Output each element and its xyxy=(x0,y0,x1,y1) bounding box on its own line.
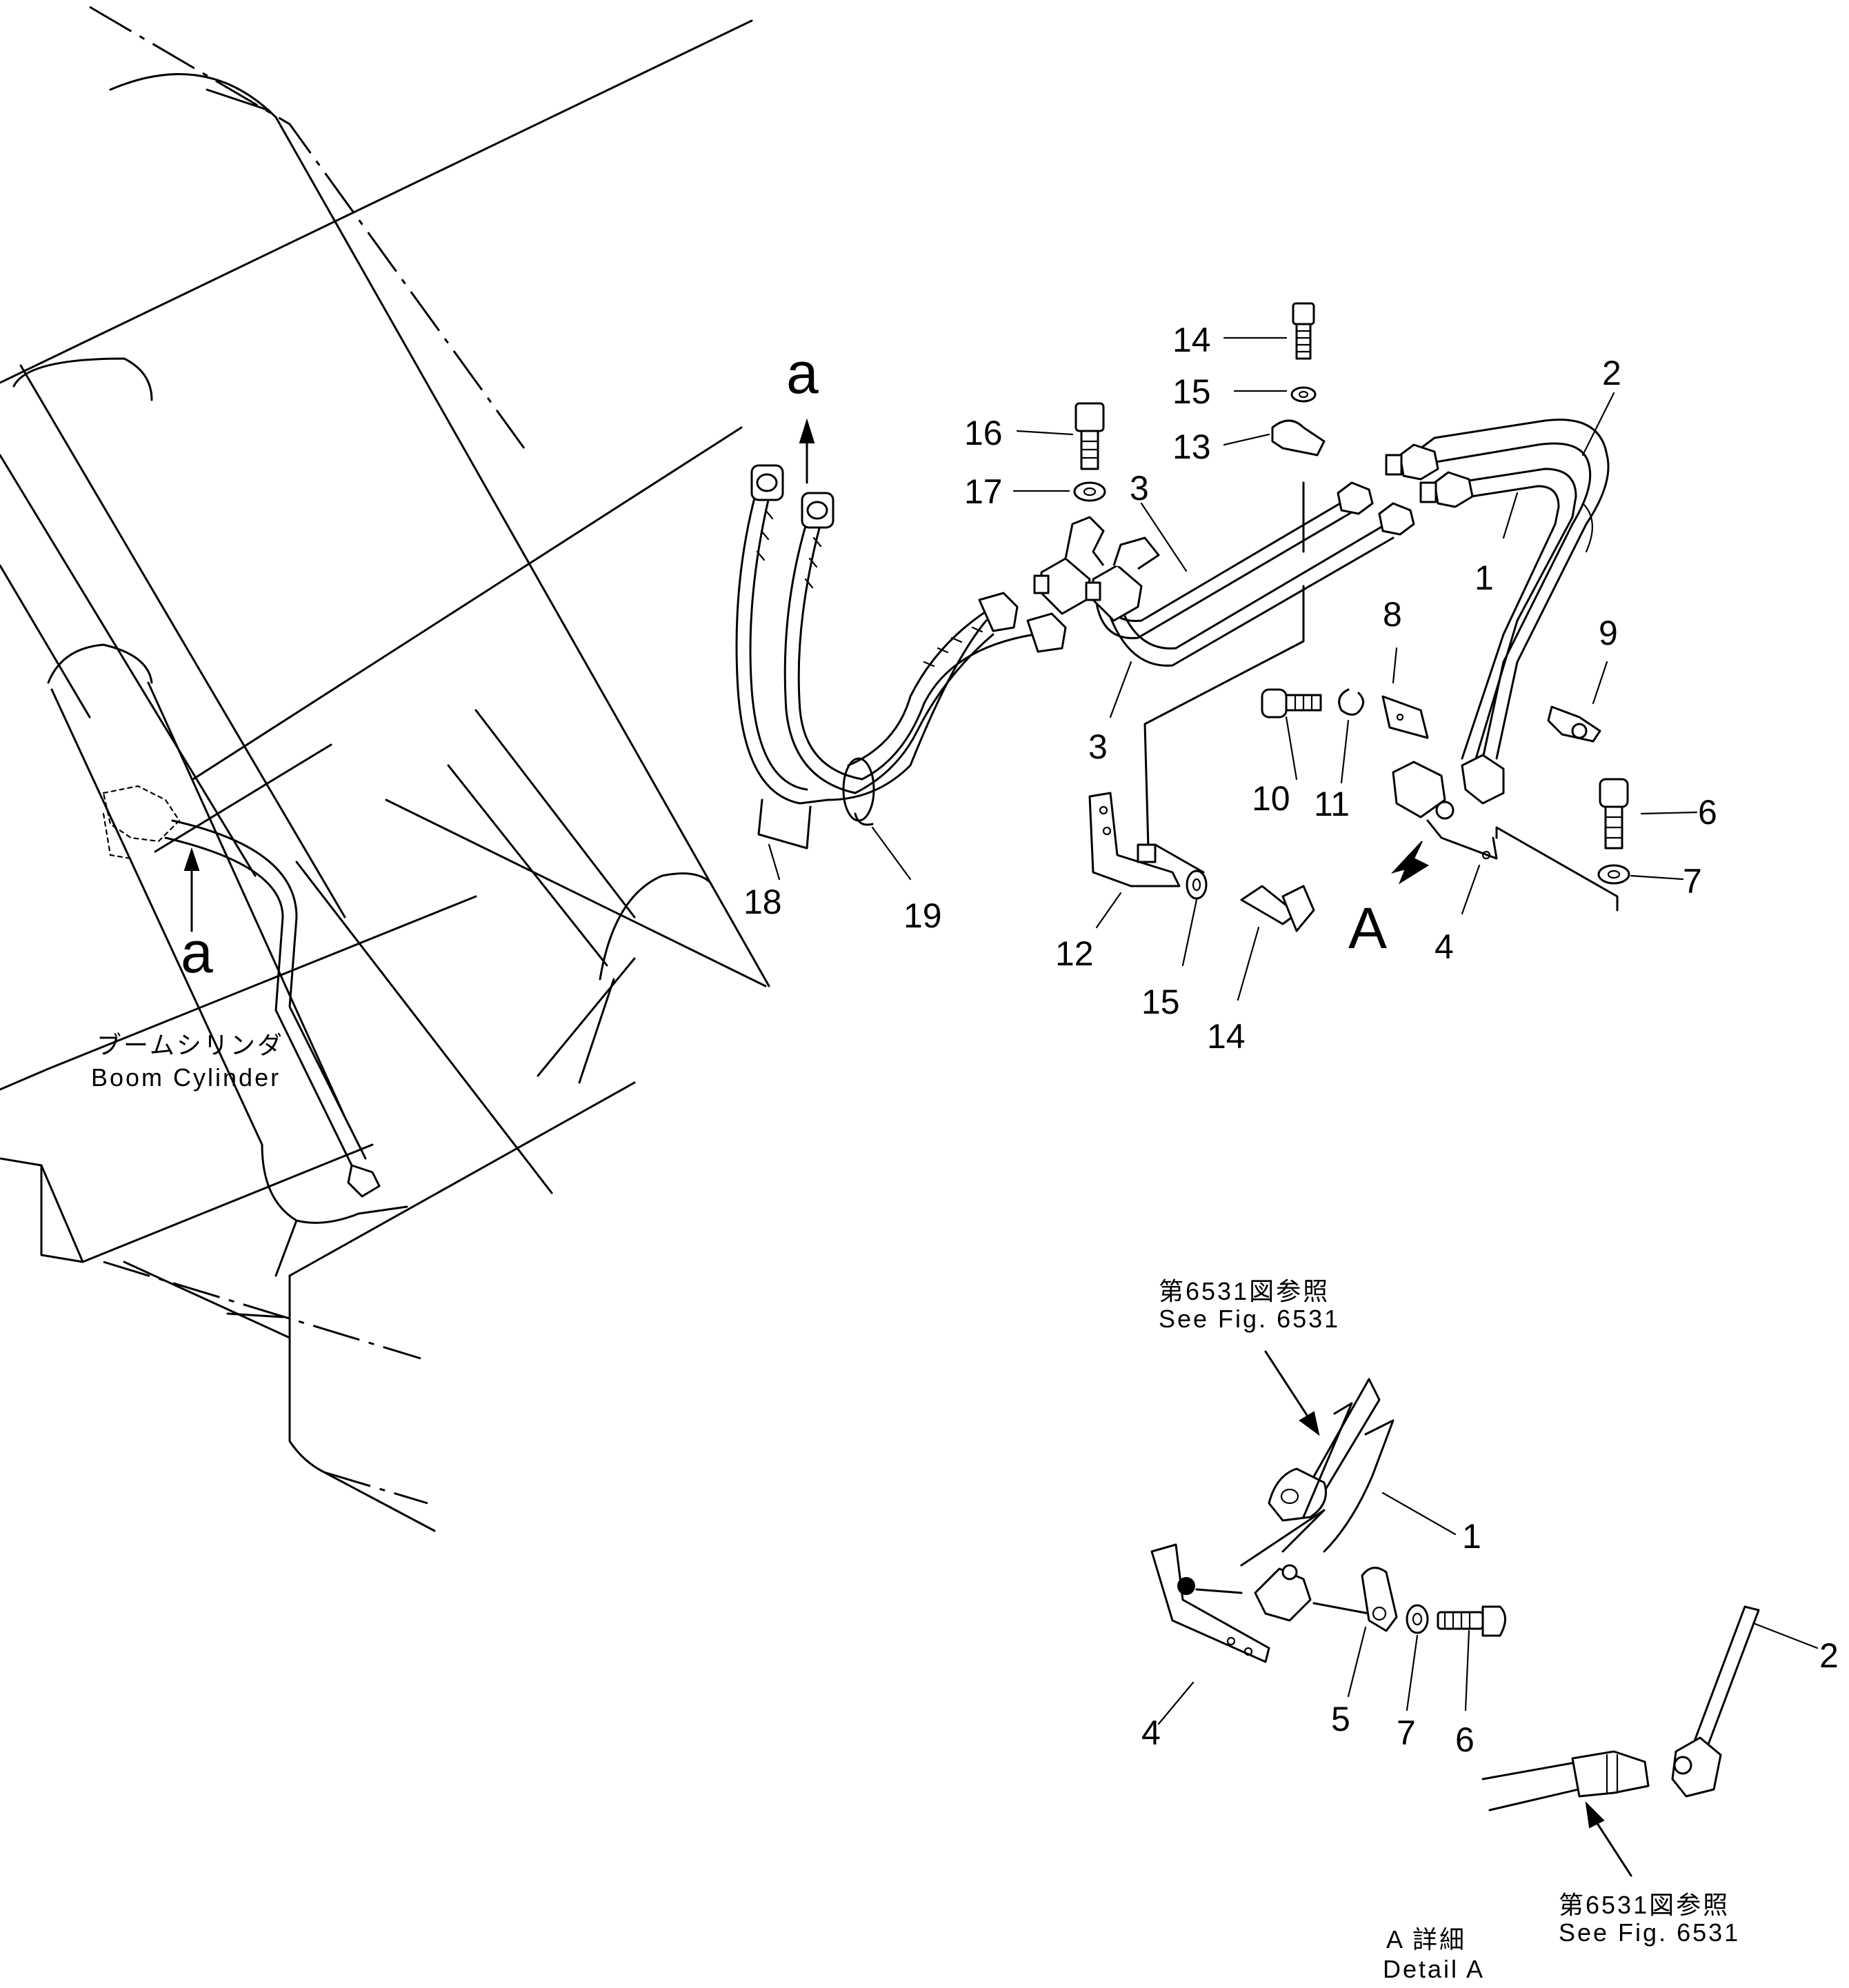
callout-6-main: 6 xyxy=(1698,793,1717,832)
boom-cylinder-note-en: Boom Cylinder xyxy=(91,1063,281,1092)
callout-2-main: 2 xyxy=(1602,354,1621,392)
boom-cylinder-note: ブームシリンダ Boom Cylinder xyxy=(91,1031,284,1092)
callout-1-main: 1 xyxy=(1475,559,1494,597)
callout-14-bottom: 14 xyxy=(1207,1017,1246,1056)
detail-a-title-jp: A 詳細 xyxy=(1386,1925,1466,1954)
callout-1-detail: 1 xyxy=(1462,1517,1481,1556)
callout-4-detail: 4 xyxy=(1141,1714,1161,1752)
view-mark-a-top: a xyxy=(786,341,819,405)
callout-6-detail: 6 xyxy=(1455,1720,1475,1759)
callout-17: 17 xyxy=(964,472,1003,511)
callout-7-main: 7 xyxy=(1683,862,1702,901)
callout-12: 12 xyxy=(1055,934,1094,973)
callout-8: 8 xyxy=(1383,595,1402,634)
hose-assembly xyxy=(735,464,1067,850)
callout-5-detail: 5 xyxy=(1331,1700,1350,1738)
callout-19: 19 xyxy=(903,896,942,935)
callout-16: 16 xyxy=(964,414,1003,452)
leader-lines-detail xyxy=(1157,1492,1819,1725)
callout-15-bottom: 15 xyxy=(1141,983,1180,1021)
fasteners-main xyxy=(1073,302,1630,932)
callout-11: 11 xyxy=(1314,785,1350,823)
view-arrow-a-top: a xyxy=(786,341,819,484)
callout-2-detail: 2 xyxy=(1819,1636,1839,1675)
detail-a-title-en: Detail A xyxy=(1383,1955,1485,1983)
callout-4-main: 4 xyxy=(1435,927,1454,966)
callout-numbers: 14 15 13 16 17 3 3 2 1 8 9 10 11 6 7 4 1… xyxy=(743,321,1839,1759)
callout-18: 18 xyxy=(743,883,782,921)
callout-7-detail: 7 xyxy=(1397,1714,1416,1752)
leader-lines-main xyxy=(768,337,1698,1001)
callout-3-lower: 3 xyxy=(1088,727,1108,766)
view-mark-A: A xyxy=(1348,896,1387,961)
callout-13: 13 xyxy=(1172,428,1211,466)
see-fig-lower-en: See Fig. 6531 xyxy=(1559,1918,1740,1947)
callout-10: 10 xyxy=(1252,779,1290,818)
see-fig-upper-en: See Fig. 6531 xyxy=(1159,1305,1340,1333)
callout-14-top: 14 xyxy=(1172,321,1211,359)
boom-structure xyxy=(0,6,770,1532)
callout-9: 9 xyxy=(1599,614,1618,652)
detail-a-view xyxy=(1150,1350,1760,1877)
see-fig-upper-jp: 第6531図参照 xyxy=(1159,1277,1330,1305)
view-mark-a-left: a xyxy=(181,920,213,985)
detail-notes: 第6531図参照 See Fig. 6531 第6531図参照 See Fig.… xyxy=(1159,1277,1740,1983)
see-fig-lower-jp: 第6531図参照 xyxy=(1559,1891,1730,1919)
boom-cylinder-note-jp: ブームシリンダ xyxy=(97,1031,284,1059)
callout-3-upper: 3 xyxy=(1130,469,1149,508)
callout-15-top: 15 xyxy=(1172,372,1211,411)
view-arrow-a-left: a xyxy=(181,847,213,985)
tube-assembly: A xyxy=(1033,419,1619,961)
